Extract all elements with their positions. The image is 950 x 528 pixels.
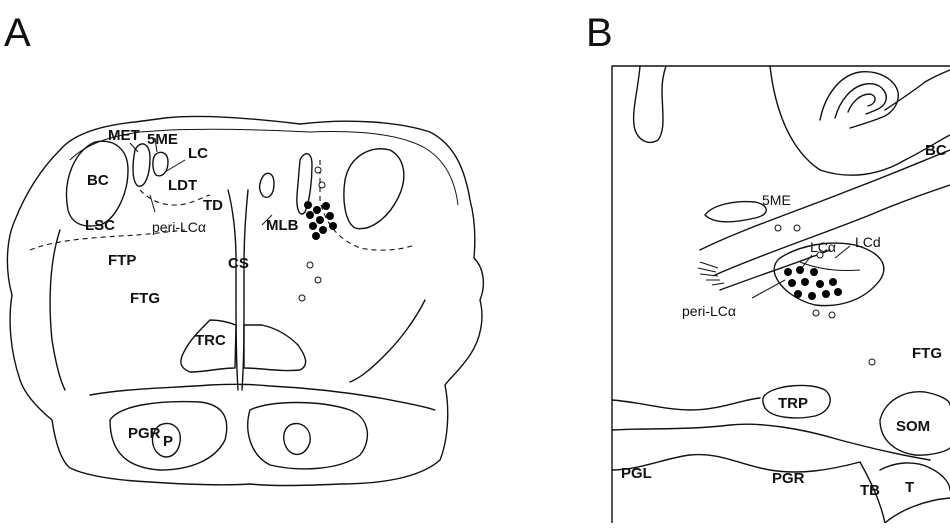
panel-a: A [4, 11, 483, 486]
open-dot [775, 225, 781, 231]
label-mlb: MLB [266, 217, 299, 234]
filled-dot [313, 206, 321, 214]
p-right-outline-a [284, 424, 310, 455]
lower-contour-2-b [612, 424, 930, 460]
filled-dot [329, 222, 337, 230]
fold-mid-b [835, 84, 886, 118]
fiveme-oval-b [705, 202, 766, 222]
open-dots-a [299, 167, 325, 301]
label-pgr: PGR [128, 425, 161, 442]
open-dot [794, 225, 800, 231]
filled-dot [810, 268, 818, 276]
fold-right-b [885, 70, 950, 110]
label-pgr-b: PGR [772, 470, 805, 487]
filled-dot [319, 226, 327, 234]
leader-peri-lca-b [752, 280, 785, 298]
label-5me: 5ME [147, 131, 178, 148]
open-dot [307, 262, 313, 268]
filled-dot [816, 280, 824, 288]
diagonal-band-upper-b [700, 150, 950, 250]
open-dot [315, 277, 321, 283]
brainstem-outline-a [7, 116, 483, 485]
filled-dot [794, 290, 802, 298]
open-dot [813, 310, 819, 316]
open-dot [319, 182, 325, 188]
label-lcd-b: LCd [855, 234, 881, 250]
label-som-b: SOM [896, 418, 930, 435]
filled-dot [784, 268, 792, 276]
panel-b: B [586, 11, 950, 523]
label-cs: CS [228, 255, 249, 272]
open-dot [829, 312, 835, 318]
right-small-structure-a [260, 173, 275, 197]
filled-dot [309, 222, 317, 230]
filled-dot [801, 278, 809, 286]
peri-lca-boundary-right-a [320, 160, 415, 250]
right-lateral-band-a [350, 300, 425, 382]
filled-dot [326, 212, 334, 220]
label-lca-b: LCα [810, 239, 836, 255]
label-bc-b: BC [925, 142, 947, 159]
label-bc: BC [87, 172, 109, 189]
filled-dot [316, 216, 324, 224]
raphe-line-2-a [242, 190, 248, 390]
filled-dots-a [304, 201, 337, 240]
label-5me-b: 5ME [762, 192, 791, 208]
filled-dot [304, 201, 312, 209]
bc-region-right-a [344, 149, 404, 229]
filled-dot [796, 266, 804, 274]
label-ldt: LDT [168, 177, 197, 194]
label-ftg-b: FTG [912, 345, 942, 362]
label-ftp: FTP [108, 252, 136, 269]
left-lateral-band-a [50, 230, 65, 390]
filled-dot [306, 211, 314, 219]
lower-contour-1-b [612, 398, 760, 410]
fold-inner-b [848, 94, 875, 112]
label-lsc: LSC [85, 217, 115, 234]
label-td: TD [203, 197, 223, 214]
lcd-division-b [800, 262, 860, 271]
top-finger-b [634, 66, 666, 142]
filled-dot [788, 279, 796, 287]
label-tb-b: TB [860, 482, 880, 499]
open-dot [315, 167, 321, 173]
leader-lcd-b [835, 246, 850, 258]
filled-dot [808, 292, 816, 300]
diagonal-band-lower-b [715, 185, 950, 275]
label-peri-lca: peri-LCα [152, 219, 206, 235]
t-region-b [880, 463, 950, 523]
trc-right-region-a [244, 325, 306, 371]
label-ftg: FTG [130, 290, 160, 307]
open-dot [869, 359, 875, 365]
label-pgl-b: PGL [621, 465, 652, 482]
label-p: P [163, 433, 173, 450]
panel-a-letter: A [4, 11, 31, 55]
cerebellar-curve-b [770, 66, 950, 175]
filled-dot [322, 202, 330, 210]
label-met: MET [108, 127, 140, 144]
panel-b-letter: B [586, 11, 613, 55]
raphe-line-a [228, 190, 238, 390]
leader-peri-lca [150, 195, 155, 212]
label-peri-lca-b: peri-LCα [682, 303, 736, 319]
label-lc: LC [188, 145, 208, 162]
open-dot [299, 295, 305, 301]
met-structure-a [133, 144, 150, 186]
label-trp-b: TRP [778, 395, 808, 412]
pgr-right-outline-a [248, 403, 368, 469]
filled-dot [834, 288, 842, 296]
label-trc: TRC [195, 332, 226, 349]
filled-dot [312, 232, 320, 240]
fiveme-structure-a [153, 152, 168, 175]
label-t-b: T [905, 479, 914, 496]
filled-dot [822, 290, 830, 298]
filled-dot [829, 278, 837, 286]
